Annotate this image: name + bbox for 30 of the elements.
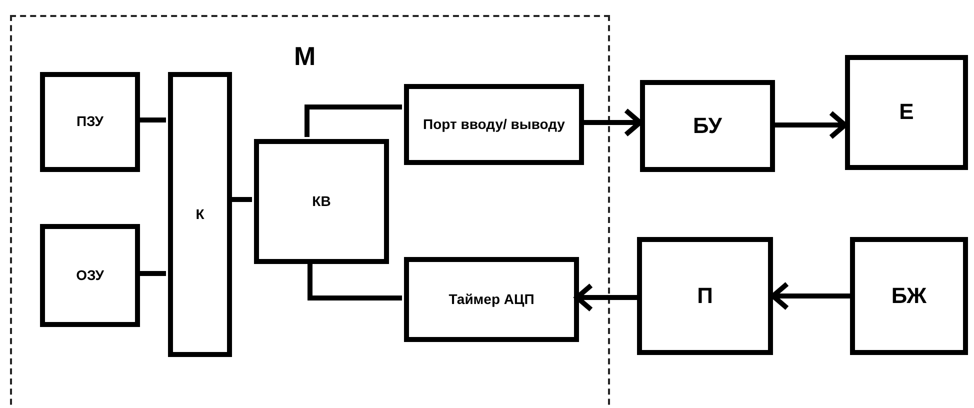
- connector-line: [230, 197, 252, 202]
- block-label: БЖ: [890, 282, 928, 310]
- block: [637, 237, 773, 355]
- block: [404, 257, 579, 342]
- arrow: [582, 108, 642, 137]
- block-label: П: [696, 282, 714, 310]
- block-label: Порт вводу/ выводу: [422, 114, 566, 134]
- region-title: М: [294, 40, 316, 73]
- block: [40, 72, 140, 172]
- arrow: [770, 282, 850, 310]
- connector-line: [308, 262, 402, 300]
- block: [404, 84, 584, 165]
- block-label: КВ: [311, 192, 332, 211]
- block: [168, 72, 232, 357]
- connector-line: [304, 104, 402, 137]
- block-label: ПЗУ: [75, 112, 104, 132]
- block-label: Е: [898, 98, 915, 126]
- block: [850, 237, 968, 355]
- block-label: К: [194, 204, 206, 224]
- block: [40, 224, 140, 327]
- block: [845, 55, 968, 170]
- arrow: [574, 283, 637, 312]
- connector-line: [138, 271, 166, 276]
- block-label: БУ: [692, 112, 723, 140]
- block-label: ОЗУ: [75, 266, 105, 285]
- connector-line: [138, 118, 166, 122]
- arrow: [775, 110, 848, 140]
- block: [640, 80, 775, 172]
- block-label: Таймер АЦП: [448, 290, 536, 309]
- block: [254, 139, 389, 264]
